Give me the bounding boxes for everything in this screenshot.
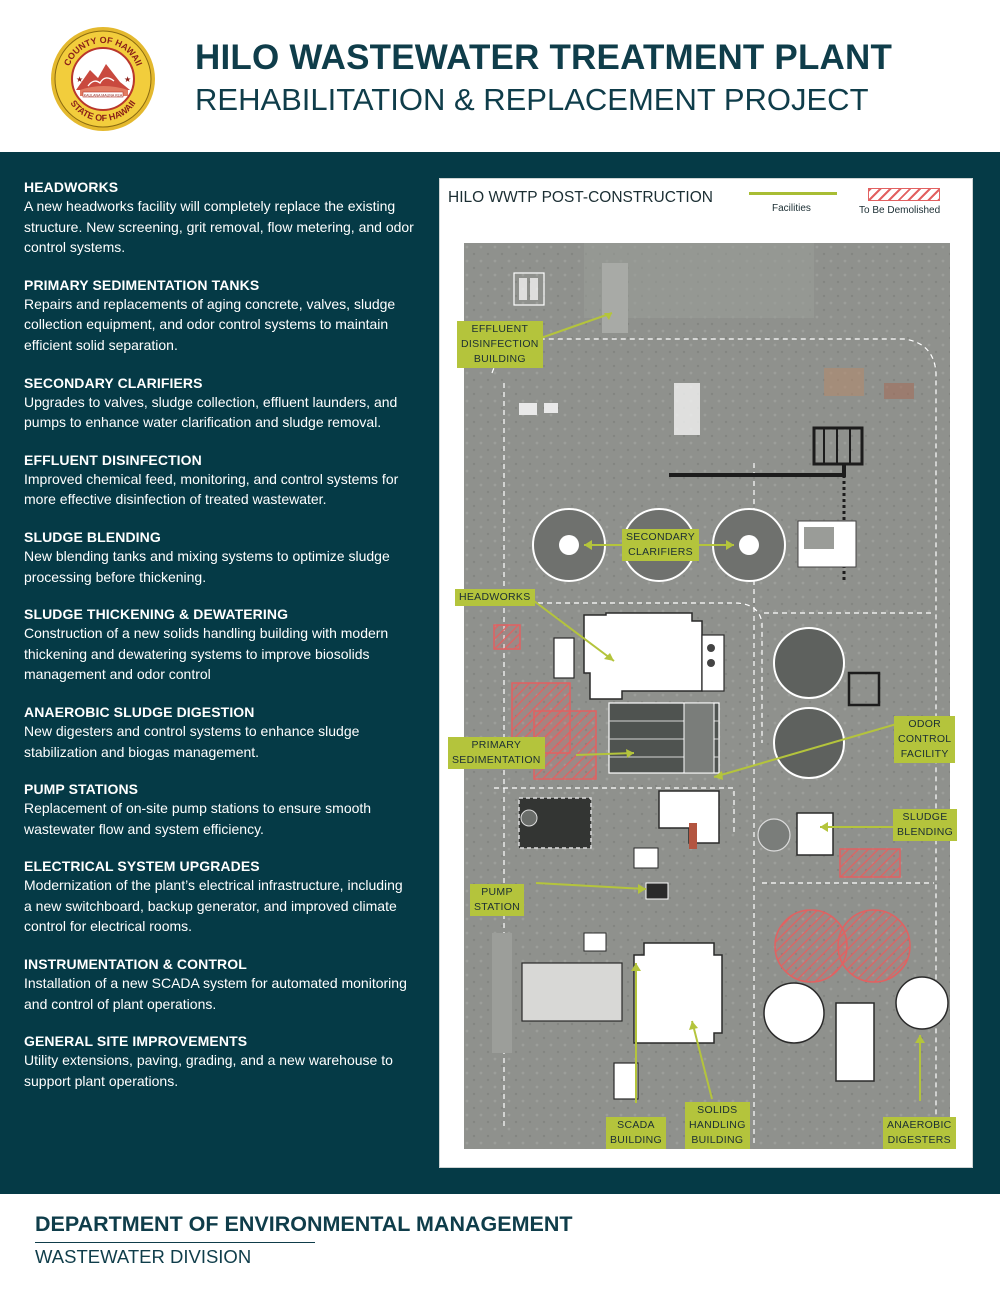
section-heading: PUMP STATIONS [24,781,139,798]
page-header: COUNTY OF HAWAII STATE OF HAWAII KAULANA… [0,0,1000,152]
solids-handling-map [633,942,723,1044]
section-text: Upgrades to valves, sludge collection, e… [24,393,398,431]
sludge-blending-map [796,812,834,856]
page-footer: DEPARTMENT OF ENVIRONMENTAL MANAGEMENT W… [0,1194,1000,1294]
section-primary-sedimentation: PRIMARY SEDIMENTATION TANKS Repairs and … [24,276,414,356]
map-title: HILO WWTP POST-CONSTRUCTION [448,189,713,206]
section-secondary-clarifiers: SECONDARY CLARIFIERS Upgrades to valves,… [24,374,414,433]
section-heading: SLUDGE THICKENING & DEWATERING [24,606,289,623]
aerial-site-plan [464,243,950,1149]
headworks-building-map [583,612,703,700]
label-headworks: HEADWORKS [455,589,535,606]
legend-demolished-swatch [868,188,940,201]
label-solids-handling: SOLIDS HANDLING BUILDING [685,1102,750,1149]
section-text: Construction of a new solids handling bu… [24,625,389,683]
section-electrical: ELECTRICAL SYSTEM UPGRADES Modernization… [24,857,414,937]
section-heading: ELECTRICAL SYSTEM UPGRADES [24,858,260,875]
demolish-area [493,624,521,650]
label-primary-sedimentation: PRIMARY SEDIMENTATION [448,737,545,769]
section-headworks: HEADWORKS A new headworks facility will … [24,178,414,258]
section-heading: GENERAL SITE IMPROVEMENTS [24,1033,248,1050]
section-instrumentation: INSTRUMENTATION & CONTROL Installation o… [24,955,414,1014]
legend-demolished-label: To Be Demolished [859,205,941,216]
svg-text:★: ★ [76,75,83,84]
section-text: Utility extensions, paving, grading, and… [24,1052,393,1089]
section-effluent-disinfection: EFFLUENT DISINFECTION Improved chemical … [24,451,414,510]
section-text: Installation of a new SCADA system for a… [24,975,407,1012]
label-effluent-disinfection: EFFLUENT DISINFECTION BUILDING [457,321,543,368]
section-heading: SECONDARY CLARIFIERS [24,374,203,391]
secondary-clarifiers-map [532,508,786,582]
demolish-digester [837,909,911,983]
section-text: Repairs and replacements of aging concre… [24,295,396,353]
label-odor-control: ODOR CONTROL FACILITY [894,716,956,763]
label-pump-station: PUMP STATION [470,884,525,916]
county-seal-logo: COUNTY OF HAWAII STATE OF HAWAII KAULANA… [51,27,155,131]
section-text: New digesters and control systems to enh… [24,722,360,760]
section-heading: SLUDGE BLENDING [24,528,161,545]
page-title: HILO WASTEWATER TREATMENT PLANT [195,38,893,77]
label-scada-building: SCADA BUILDING [606,1117,666,1149]
page-subtitle: REHABILITATION & REPLACEMENT PROJECT [195,82,869,117]
section-heading: ANAEROBIC SLUDGE DIGESTION [24,703,255,720]
section-text: Modernization of the plant’s electrical … [24,877,403,935]
section-sludge-blending: SLUDGE BLENDING New blending tanks and m… [24,528,414,587]
site-map-card: HILO WWTP POST-CONSTRUCTION Facilities T… [439,178,973,1168]
section-general-site: GENERAL SITE IMPROVEMENTS Utility extens… [24,1032,414,1091]
label-secondary-clarifiers: SECONDARY CLARIFIERS [622,529,700,561]
section-anaerobic-digestion: ANAEROBIC SLUDGE DIGESTION New digesters… [24,703,414,762]
demolish-digester [774,909,848,983]
section-text: Replacement of on-site pump stations to … [24,800,372,837]
section-sludge-thickening: SLUDGE THICKENING & DEWATERING Construct… [24,605,414,685]
division-name: WASTEWATER DIVISION [35,1246,252,1267]
label-anaerobic-digesters: ANAEROBIC DIGESTERS [883,1117,956,1149]
section-heading: HEADWORKS [24,179,119,195]
section-heading: EFFLUENT DISINFECTION [24,451,202,468]
seal-motto: KAULANA MAUNA KEA [84,93,123,97]
section-text: New blending tanks and mixing systems to… [24,547,390,585]
section-heading: PRIMARY SEDIMENTATION TANKS [24,276,260,293]
section-text: A new headworks facility will completely… [24,198,414,256]
section-text: Improved chemical feed, monitoring, and … [24,470,399,508]
section-pump-stations: PUMP STATIONS Replacement of on-site pum… [24,780,414,839]
legend-facilities-label: Facilities [772,203,811,214]
section-heading: INSTRUMENTATION & CONTROL [24,956,247,973]
anaerobic-digester-map [763,982,825,1044]
demolish-area [839,848,901,878]
project-components-list: HEADWORKS A new headworks facility will … [24,178,414,1109]
legend-facilities-swatch [749,192,837,195]
label-sludge-blending: SLUDGE BLENDING [893,809,958,841]
warehouse-map [521,962,623,1022]
anaerobic-digester-map [895,976,949,1030]
pump-station-map [645,882,669,900]
footer-divider [35,1242,315,1243]
scada-building-map [613,1062,639,1100]
department-name: DEPARTMENT OF ENVIRONMENTAL MANAGEMENT [35,1212,573,1236]
svg-text:★: ★ [124,75,131,84]
